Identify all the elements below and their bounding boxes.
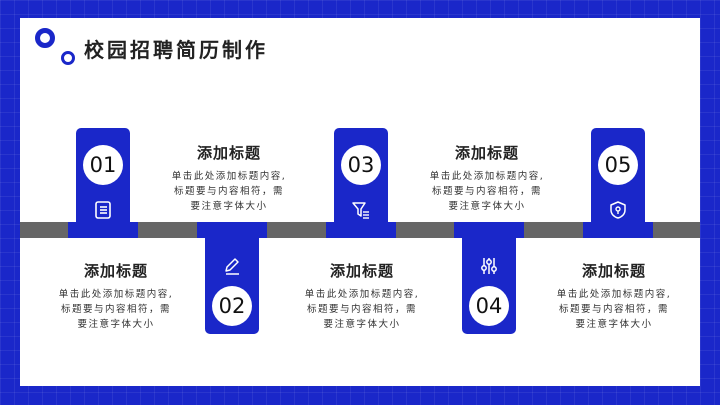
step-3-description: 单击此处添加标题内容, 标题要与内容相符，需 要注意字体大小 <box>429 171 545 212</box>
step-4-card[interactable]: 04 <box>462 224 516 334</box>
step-3-number: 03 <box>341 145 381 185</box>
step-3-heading: 添加标题 <box>454 144 519 162</box>
step-5-description: 单击此处添加标题内容, 标题要与内容相符，需 要注意字体大小 <box>556 289 672 330</box>
step-2-heading: 添加标题 <box>83 262 148 280</box>
step-5-heading: 添加标题 <box>581 262 646 280</box>
step-1-card[interactable]: 01 <box>76 128 130 238</box>
step-2-number: 02 <box>212 286 252 326</box>
step-1-number: 01 <box>83 145 123 185</box>
step-4-description: 单击此处添加标题内容, 标题要与内容相符，需 要注意字体大小 <box>304 289 420 330</box>
step-4-heading: 添加标题 <box>329 262 394 280</box>
step-2-description: 单击此处添加标题内容, 标题要与内容相符，需 要注意字体大小 <box>58 289 174 330</box>
logo-ring-large-icon <box>35 28 55 48</box>
step-5-card[interactable]: 05 <box>591 128 645 238</box>
step-3-text: 添加标题 单击此处添加标题内容, 标题要与内容相符，需 要注意字体大小 <box>417 142 557 214</box>
step-2-card[interactable]: 02 <box>205 224 259 334</box>
page-title: 校园招聘简历制作 <box>84 38 268 62</box>
logo-ring-small-icon <box>61 51 75 65</box>
filter-icon <box>351 200 371 220</box>
slide-canvas: 校园招聘简历制作 01 添加标题 单击此处添加标题内容, 标题要与内容相符，需 … <box>20 18 700 386</box>
sliders-icon <box>479 256 499 276</box>
shield-icon <box>608 200 628 220</box>
step-4-number: 04 <box>469 286 509 326</box>
step-1-text: 添加标题 单击此处添加标题内容, 标题要与内容相符，需 要注意字体大小 <box>159 142 299 214</box>
step-4-text: 添加标题 单击此处添加标题内容, 标题要与内容相符，需 要注意字体大小 <box>292 260 432 332</box>
pencil-icon <box>222 256 242 276</box>
list-icon <box>93 200 113 220</box>
step-3-card[interactable]: 03 <box>334 128 388 238</box>
step-5-number: 05 <box>598 145 638 185</box>
step-5-text: 添加标题 单击此处添加标题内容, 标题要与内容相符，需 要注意字体大小 <box>544 260 684 332</box>
step-2-text: 添加标题 单击此处添加标题内容, 标题要与内容相符，需 要注意字体大小 <box>46 260 186 332</box>
step-1-heading: 添加标题 <box>196 144 261 162</box>
step-1-description: 单击此处添加标题内容, 标题要与内容相符，需 要注意字体大小 <box>171 171 287 212</box>
